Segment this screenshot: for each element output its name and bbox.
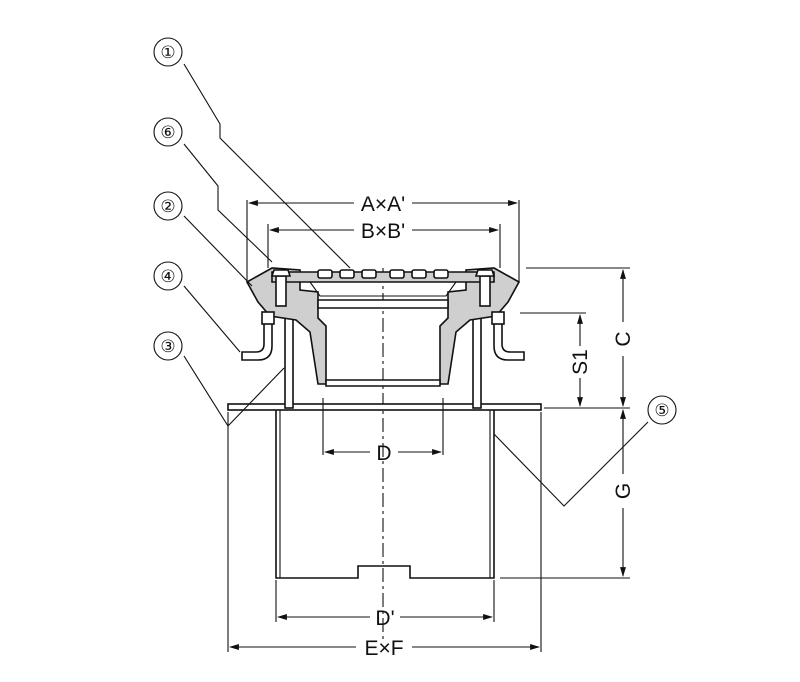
callout-1-label: ① — [160, 43, 175, 62]
callout-3-label: ③ — [160, 337, 175, 356]
callout-3: ③ — [153, 331, 183, 361]
extension-lines — [227, 200, 630, 652]
callout-1: ① — [153, 37, 183, 67]
callout-5-label: ⑤ — [654, 401, 669, 420]
callout-4-label: ④ — [160, 267, 175, 286]
callout-6: ⑥ — [153, 117, 183, 147]
callout-2-label: ② — [160, 197, 175, 216]
grate — [271, 269, 495, 297]
dim-label-e-f: E×F — [364, 637, 403, 660]
callout-4: ④ — [153, 261, 183, 291]
dim-label-s1: S1 — [569, 349, 592, 375]
dim-label-d-prime: D' — [375, 607, 394, 630]
dim-label-g: G — [612, 483, 635, 499]
callout-5: ⑤ — [647, 395, 677, 425]
bolts — [270, 269, 496, 307]
dim-label-b: B×B' — [361, 220, 405, 243]
dim-label-c: C — [612, 331, 635, 346]
leader-lines — [183, 63, 649, 507]
body-casting — [245, 267, 521, 387]
dim-label-a: A×A' — [361, 193, 405, 216]
lower-body — [227, 398, 542, 579]
dim-label-d: D — [376, 442, 391, 465]
anchor-brackets — [241, 311, 525, 361]
callout-2: ② — [153, 191, 183, 221]
callout-6-label: ⑥ — [160, 123, 175, 142]
